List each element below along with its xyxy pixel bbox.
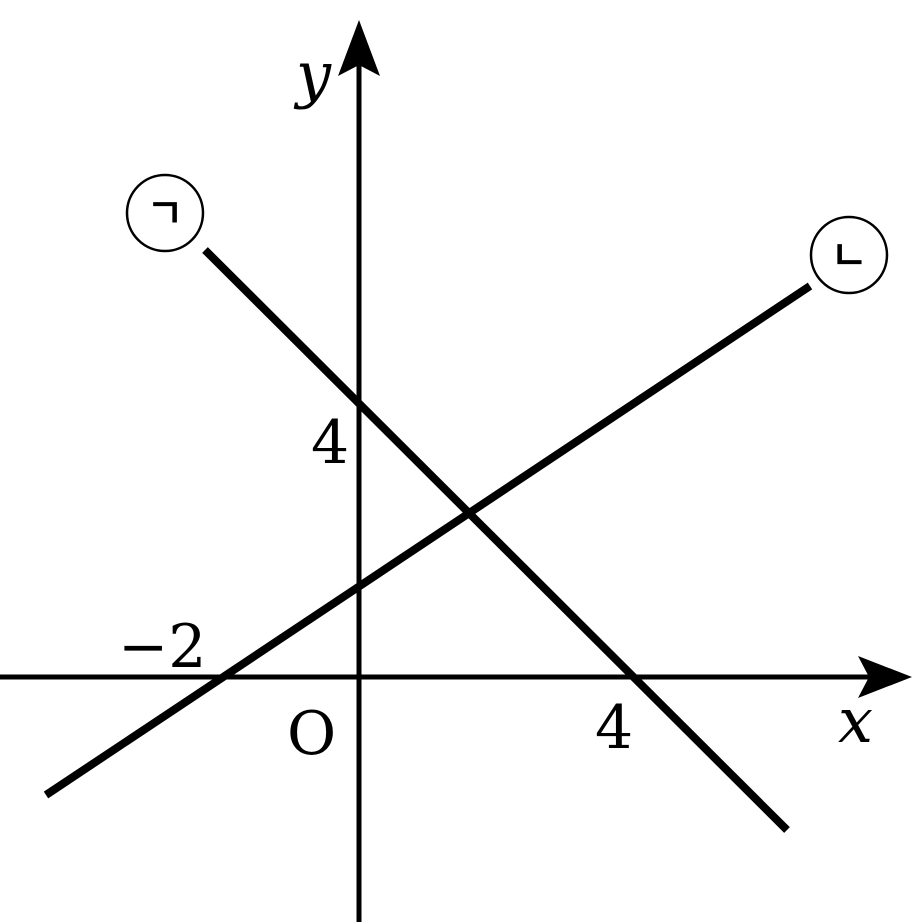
line-b: [43, 282, 813, 799]
y-tick-4: 4: [311, 408, 349, 478]
line-a: [202, 247, 790, 833]
x-tick-4: 4: [595, 693, 633, 763]
origin-label: O: [287, 699, 336, 769]
line-a-tag-text: ㄱ: [147, 191, 184, 237]
x-axis-label: x: [838, 684, 873, 757]
line-b-tag-text: ㄴ: [831, 233, 868, 279]
x-tick-neg2: −2: [118, 612, 206, 682]
line-b-tag-circle: [809, 215, 889, 295]
y-axis-label: y: [293, 38, 332, 111]
line-a-tag: ㄱ: [125, 173, 205, 253]
y-axis-arrowhead: [338, 20, 380, 76]
line-b-tag: ㄴ: [809, 215, 889, 295]
x-axis-arrowhead: [858, 656, 912, 698]
line-a-tag-circle: [125, 173, 205, 253]
